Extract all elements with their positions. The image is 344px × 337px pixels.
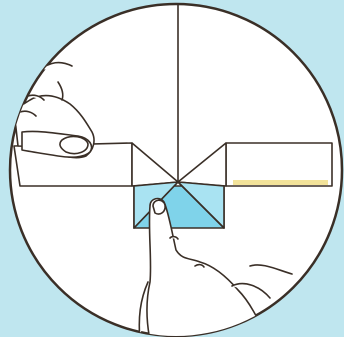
yellow-accent-strip (233, 180, 328, 185)
right-paper-flap (226, 143, 332, 186)
